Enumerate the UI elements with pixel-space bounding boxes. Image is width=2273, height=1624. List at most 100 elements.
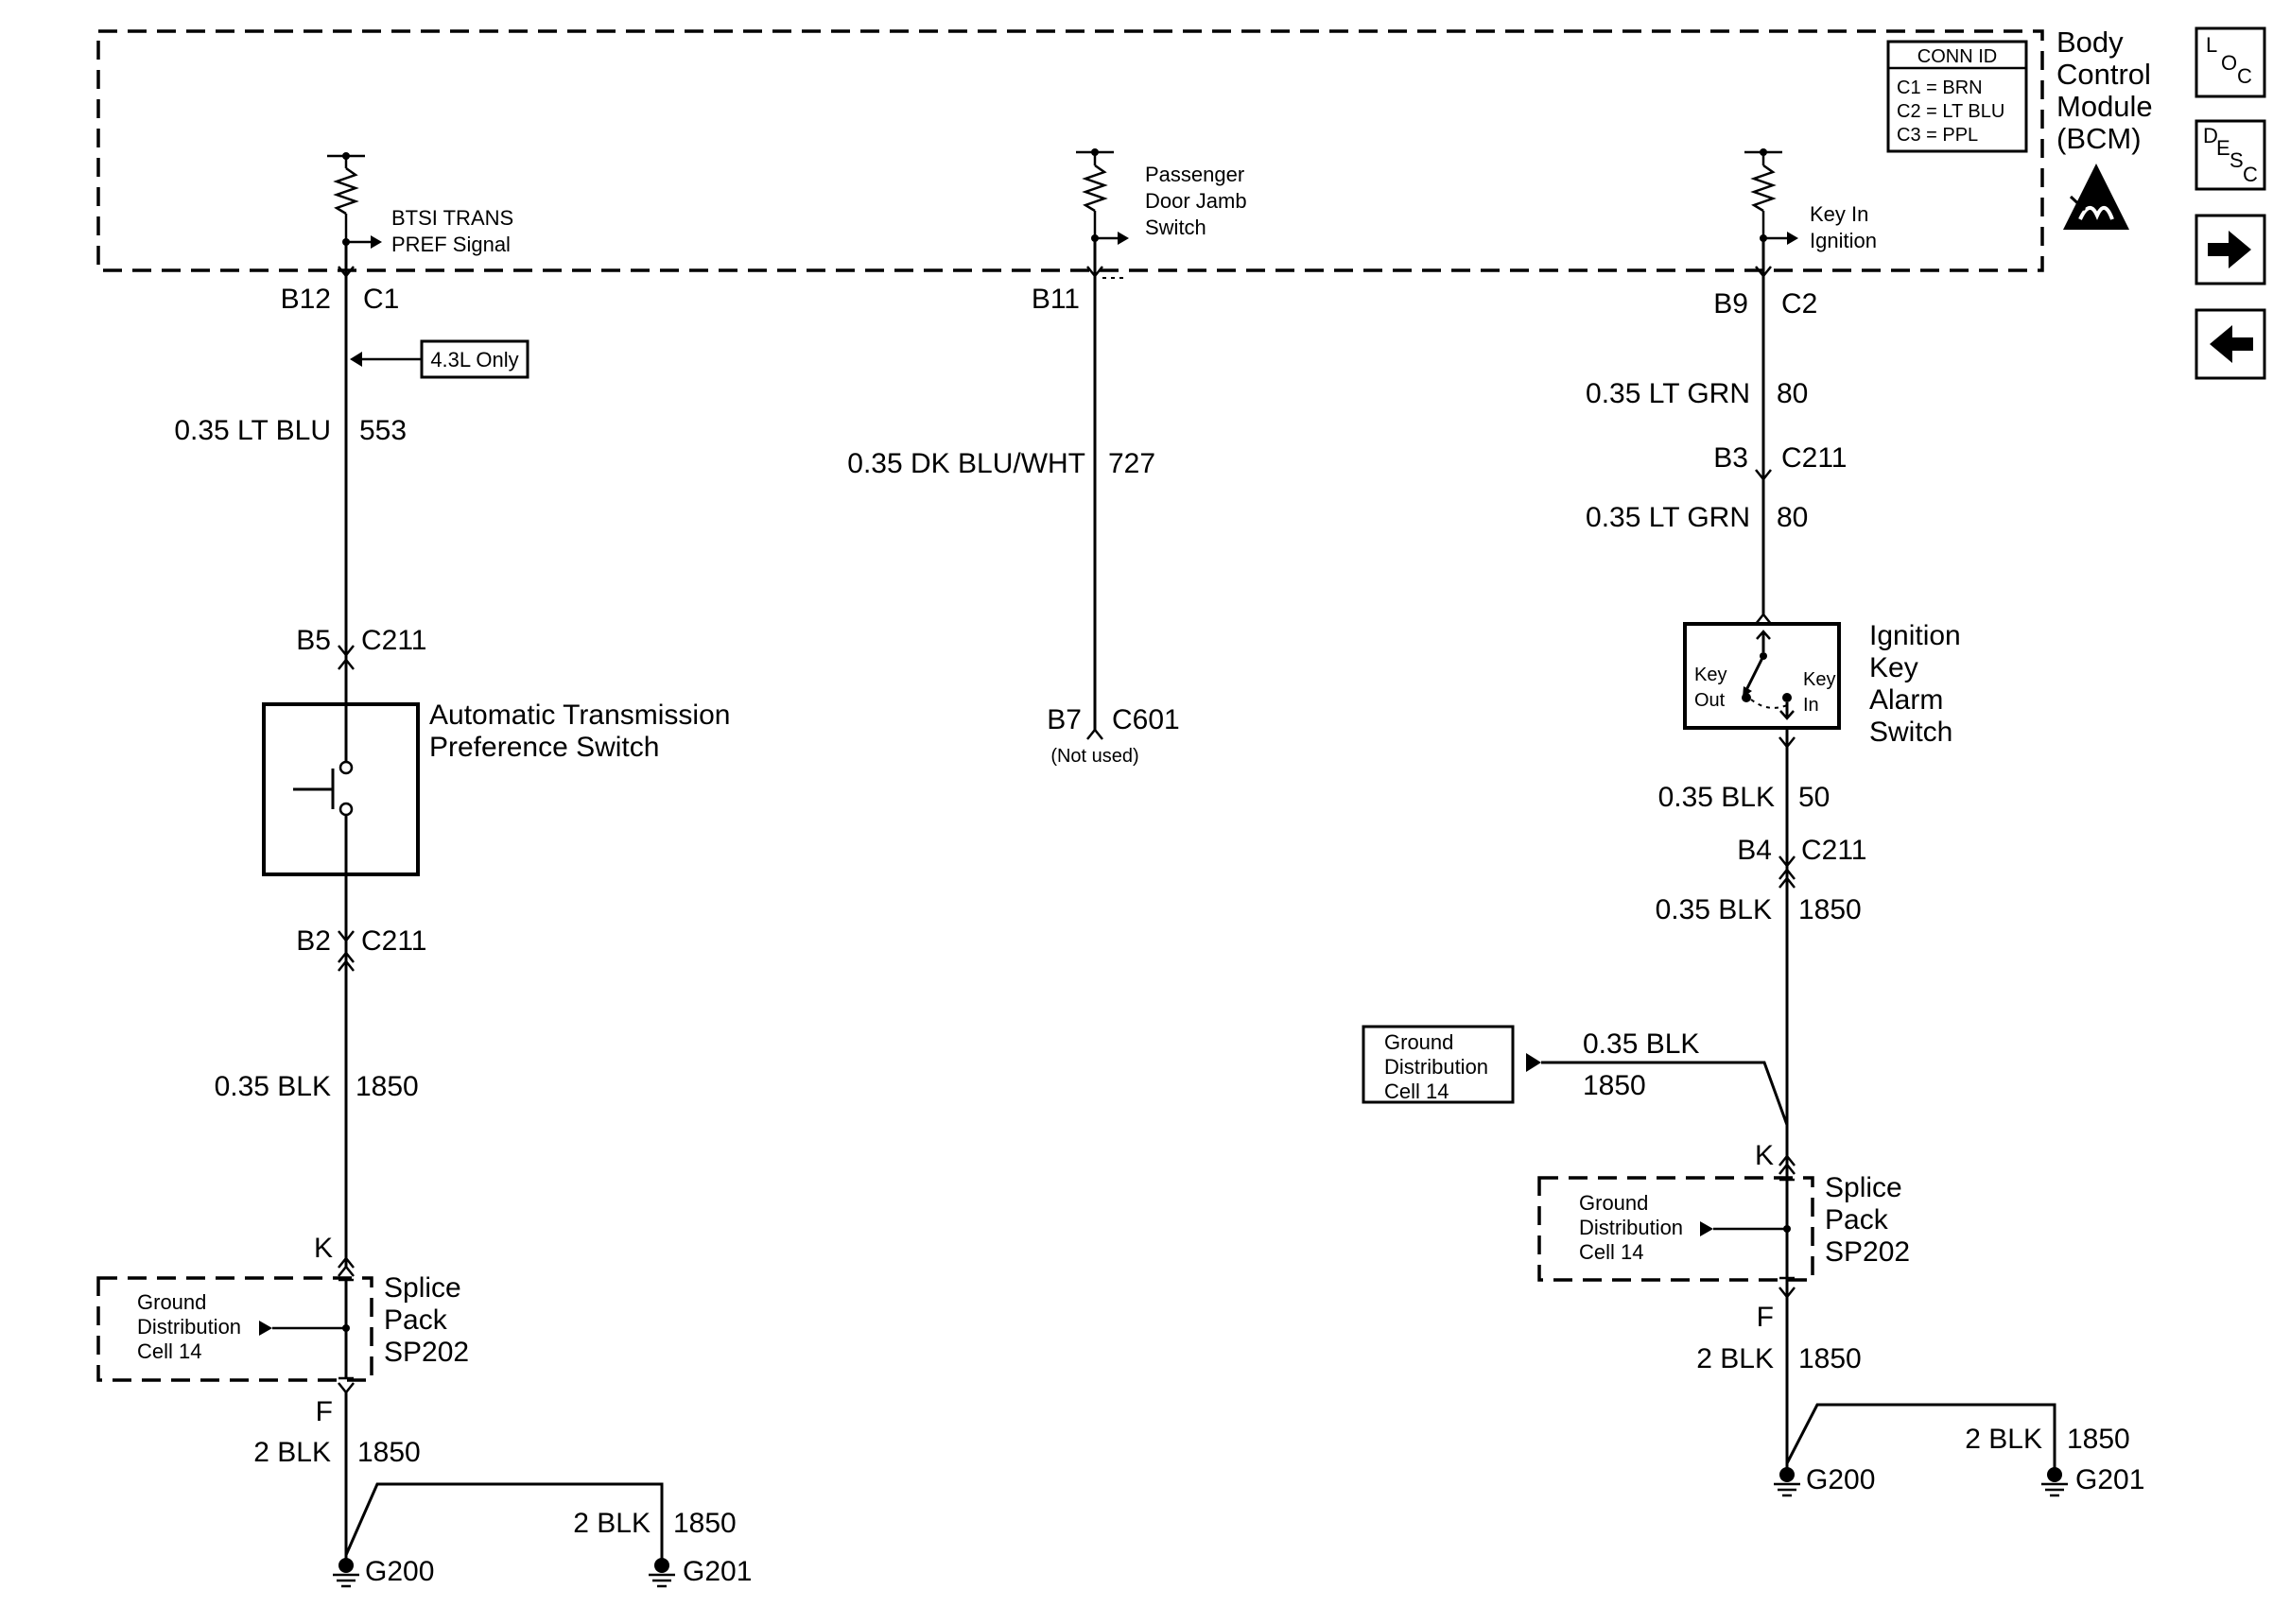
splice-pin-label: K (314, 1233, 333, 1264)
splice-pack-name: SP202 (384, 1337, 469, 1368)
left-circuit: BTSI TRANS PREF Signal B12 C1 4.3L Only … (96, 152, 752, 1588)
previous-button[interactable] (2195, 308, 2266, 380)
wire-gauge-color: 0.35 BLK (1658, 782, 1775, 813)
door-jamb-signal-label: Passenger (1145, 163, 1244, 186)
connector-symbol (1086, 266, 1103, 279)
splice-pin-label: F (316, 1396, 333, 1427)
resistor-symbol (1744, 148, 1798, 245)
splice-pack-name: Pack (384, 1304, 448, 1336)
connector-symbol (338, 959, 355, 972)
switch-name: Preference Switch (429, 732, 659, 763)
esd-warning-icon (2063, 164, 2129, 230)
loc-letter-l: L (2206, 33, 2217, 57)
splice-pin-label: F (1757, 1302, 1774, 1333)
ground-label: G201 (2075, 1464, 2144, 1495)
conn-id-title: CONN ID (1917, 46, 1997, 67)
engine-note-box (420, 339, 529, 379)
splice-pack-name: Pack (1825, 1204, 1889, 1235)
wire-circuit-number: 80 (1777, 502, 1808, 533)
key-in-signal-label: Key In (1810, 202, 1868, 226)
connector-pin-label: B3 (1713, 442, 1748, 474)
bcm-name-line-3: Module (2056, 90, 2153, 123)
ground-icon (649, 1558, 675, 1588)
desc-button[interactable]: D E S C (2195, 119, 2266, 191)
door-jamb-signal-label: Switch (1145, 216, 1206, 239)
connector-symbol (1778, 1153, 1796, 1166)
wire-circuit-number: 1850 (356, 1071, 419, 1102)
wire-gauge-color: 0.35 LT BLU (174, 415, 331, 446)
arrow-right-icon (2208, 231, 2251, 268)
conn-id-row: C3 = PPL (1897, 125, 1978, 146)
loc-letter-o: O (2221, 51, 2237, 75)
ground-distribution-label: Cell 14 (1384, 1080, 1449, 1103)
bcm-name-line-4: (BCM) (2056, 122, 2142, 155)
connector-symbol (1755, 612, 1772, 625)
loc-letter-c: C (2237, 64, 2252, 88)
btsi-signal-label: BTSI TRANS (391, 206, 513, 230)
connector-symbol (338, 930, 355, 943)
bcm-connector-label: C2 (1781, 288, 1817, 320)
wire-circuit-number: 727 (1108, 448, 1155, 479)
wire-gauge-color: 2 BLK (1696, 1343, 1774, 1374)
switch-name: Switch (1869, 717, 1952, 748)
splice-pack-name: Splice (384, 1272, 461, 1304)
wire-circuit-number: 1850 (673, 1508, 737, 1539)
ground-label: G201 (683, 1556, 752, 1587)
arrow-left-icon (2210, 325, 2253, 363)
connector-symbol (1778, 1162, 1796, 1175)
door-jamb-signal-label: Door Jamb (1145, 189, 1247, 213)
next-button[interactable] (2195, 214, 2266, 285)
wire-circuit-number: 553 (359, 415, 407, 446)
conn-id-row: C1 = BRN (1897, 78, 1983, 98)
connector-label: C211 (361, 925, 427, 957)
connector-symbol (338, 645, 355, 658)
connector-symbol (1778, 855, 1796, 869)
bcm-pin-label: B11 (1032, 284, 1080, 315)
ground-distribution-label: Ground (1579, 1191, 1648, 1215)
switch-name: Ignition (1869, 620, 1961, 651)
connector-symbol (338, 1255, 355, 1269)
connector-symbol (338, 1382, 355, 1395)
resistor-symbol (327, 152, 382, 249)
wire-circuit-number: 80 (1777, 378, 1808, 409)
wire-gauge-color: 2 BLK (1965, 1424, 2042, 1455)
splice-pack-outline (1537, 1176, 1814, 1282)
connector-symbol (338, 1264, 355, 1277)
connector-symbol (1755, 266, 1772, 279)
transmission-preference-switch (262, 702, 420, 876)
wire-circuit-number: 1850 (2067, 1424, 2130, 1455)
wire-gauge-color: 0.35 LT GRN (1586, 378, 1750, 409)
ground-distribution-label: Cell 14 (137, 1339, 201, 1363)
btsi-signal-label: PREF Signal (391, 233, 511, 256)
middle-circuit: Passenger Door Jamb Switch B11 0.35 DK B… (847, 148, 1247, 767)
desc-letter-c: C (2243, 163, 2258, 186)
ground-icon (333, 1558, 359, 1588)
splice-pin-label: K (1755, 1140, 1774, 1171)
wire-circuit-number: 1850 (357, 1437, 421, 1468)
connector-pin-label: B2 (296, 925, 331, 957)
ground-label: G200 (365, 1556, 434, 1587)
ground-distribution-label: Ground (137, 1290, 206, 1314)
connector-label: C211 (361, 625, 427, 656)
wire-gauge-color: 0.35 DK BLU/WHT (847, 448, 1085, 479)
bcm-name-line-1: Body (2056, 26, 2124, 59)
ground-distribution-label: Distribution (137, 1315, 241, 1339)
engine-note: 4.3L Only (430, 348, 518, 371)
connector-symbol (1755, 469, 1772, 482)
key-in-signal-label: Ignition (1810, 229, 1877, 252)
key-in-label: In (1803, 695, 1819, 716)
key-in-label: Key (1803, 669, 1835, 690)
wire-circuit-number: 1850 (1798, 1343, 1862, 1374)
ground-distribution-label: Distribution (1579, 1216, 1683, 1239)
desc-letter-s: S (2230, 148, 2244, 172)
loc-button[interactable]: L O C (2195, 26, 2266, 98)
connector-label: C211 (1781, 442, 1848, 474)
desc-letter-e: E (2216, 136, 2230, 160)
bcm-connector-label: C1 (363, 284, 399, 315)
wire-gauge-color: 2 BLK (573, 1508, 651, 1539)
connector-symbol (338, 950, 355, 963)
connector-label: C211 (1801, 835, 1867, 866)
ground-distribution-label: Distribution (1384, 1055, 1488, 1079)
switch-name: Alarm (1869, 684, 1943, 716)
ground-icon (1774, 1467, 1800, 1497)
